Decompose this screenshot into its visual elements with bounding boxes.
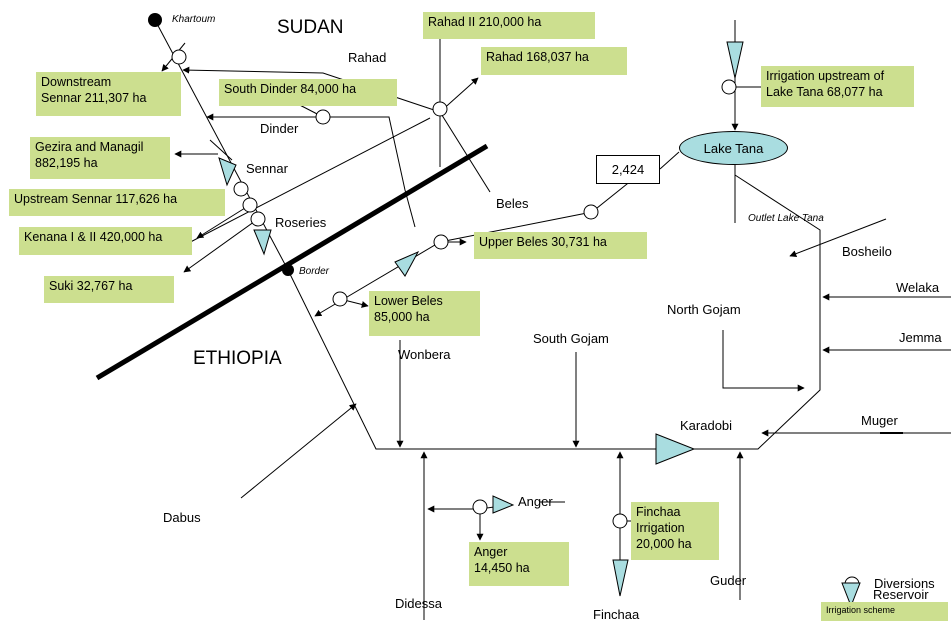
reservoir-sennar — [218, 157, 237, 187]
river-label-dinder: Dinder — [260, 121, 299, 136]
diversion-anger — [472, 499, 488, 515]
scheme-rahad-ii: Rahad II 210,000 ha — [423, 12, 595, 39]
diversion-upper-beles — [433, 234, 449, 250]
scheme-lower-beles: Lower Beles 85,000 ha — [369, 291, 480, 336]
river-label-roseries: Roseries — [275, 215, 327, 230]
lake-tana: Lake Tana — [679, 131, 788, 165]
rahad-river — [182, 66, 441, 113]
river-label-bosheilo: Bosheilo — [842, 244, 892, 259]
scheme-upstream-lake-tana: Irrigation upstream of Lake Tana 68,077 … — [761, 66, 914, 107]
river-label-muger: Muger — [861, 413, 898, 428]
border-line — [95, 143, 489, 381]
reservoir-beles — [394, 250, 420, 277]
reservoir-tana-upstream — [726, 41, 744, 79]
river-label-beles: Beles — [496, 196, 529, 211]
river-label-wonbera: Wonbera — [398, 347, 451, 362]
reservoir-finchaa — [612, 559, 629, 597]
legend-reservoir-label: Reservoir — [873, 587, 929, 602]
reservoir-roseries — [253, 229, 272, 256]
country-label-ethiopia: ETHIOPIA — [193, 348, 282, 369]
flow-value-box: 2,424 — [596, 155, 660, 184]
river-label-rahad: Rahad — [348, 50, 387, 65]
river-label-dabus: Dabus — [163, 510, 201, 525]
scheme-downstream-sennar: Downstream Sennar 211,307 ha — [36, 72, 181, 116]
reservoir-anger — [492, 495, 515, 514]
river-label-north-gojam: North Gojam — [667, 302, 741, 317]
legend-diversions-label: Diversions — [874, 576, 935, 591]
river-label-guder: Guder — [710, 573, 747, 588]
diversion-upstream-tana — [721, 79, 737, 95]
scheme-upper-beles: Upper Beles 30,731 ha — [474, 232, 647, 259]
outlet-lake-tana-label: Outlet Lake Tana — [748, 213, 824, 224]
river-label-anger: Anger — [518, 494, 553, 509]
diversion-south-dinder — [315, 109, 331, 125]
river-label-welaka: Welaka — [896, 280, 940, 295]
legend-reservoir-symbol — [841, 582, 861, 608]
scheme-south-dinder: South Dinder 84,000 ha — [219, 79, 397, 106]
river-label-jemma: Jemma — [899, 330, 942, 345]
diversion-finchaa — [612, 513, 628, 529]
diversion-kenana — [242, 197, 258, 213]
border-dot — [282, 264, 294, 276]
diversion-downstream-sennar — [171, 49, 187, 65]
scheme-suki: Suki 32,767 ha — [44, 276, 174, 303]
dinder-river — [206, 113, 416, 228]
khartoum-label: Khartoum — [172, 14, 216, 25]
diversion-sennar-upstream — [233, 181, 249, 197]
scheme-finchaa-irrigation: Finchaa Irrigation 20,000 ha — [631, 502, 719, 560]
legend-irrigation-scheme: Irrigation scheme — [821, 602, 948, 621]
diversion-rahad — [432, 101, 448, 117]
diversion-suki — [250, 211, 266, 227]
scheme-anger: Anger 14,450 ha — [469, 542, 569, 586]
diversion-beles — [583, 204, 599, 220]
rahad-upstream — [439, 111, 491, 193]
scheme-upstream-sennar: Upstream Sennar 117,626 ha — [9, 189, 225, 216]
river-label-south-gojam: South Gojam — [533, 331, 609, 346]
scheme-gezira-managil: Gezira and Managil 882,195 ha — [30, 137, 170, 179]
scheme-rahad: Rahad 168,037 ha — [481, 47, 627, 75]
reservoir-karadobi — [655, 433, 696, 465]
river-label-finchaa: Finchaa — [593, 607, 640, 622]
scheme-kenana: Kenana I & II 420,000 ha — [19, 227, 192, 255]
beles-river — [314, 179, 633, 317]
dabus-river — [240, 403, 357, 499]
north-gojam-river — [722, 330, 805, 392]
river-label-sennar: Sennar — [246, 161, 288, 176]
river-label-didessa: Didessa — [395, 596, 442, 611]
river-label-karadobi: Karadobi — [680, 418, 733, 433]
khartoum-dot — [148, 13, 162, 27]
bosheilo-river — [789, 218, 887, 258]
border-label: Border — [299, 266, 330, 277]
country-label-sudan: SUDAN — [277, 17, 344, 38]
diversion-lower-beles — [332, 291, 348, 307]
